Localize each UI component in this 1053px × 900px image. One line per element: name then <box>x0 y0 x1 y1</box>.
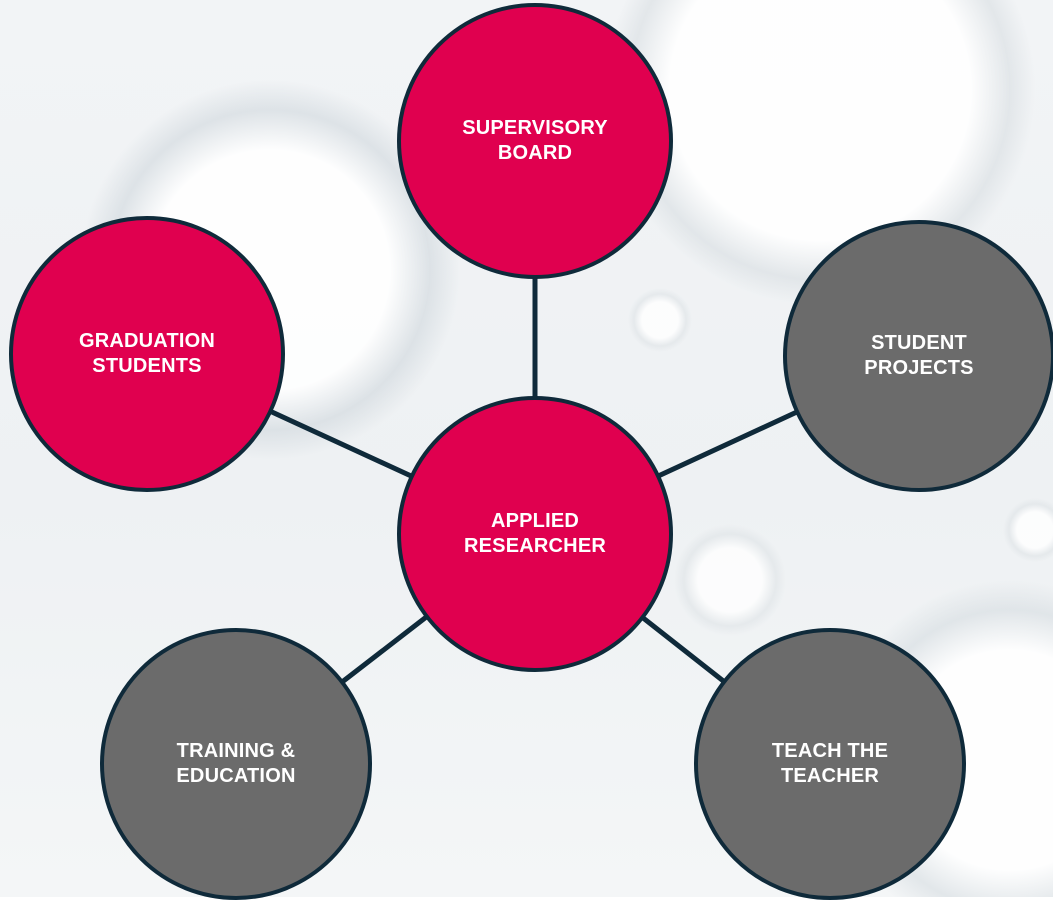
node-label-graduation-students: GRADUATION STUDENTS <box>78 330 216 377</box>
node-label-teach-the-teacher: TEACH THE TEACHER <box>771 740 889 787</box>
node-supervisory-board[interactable]: SUPERVISORY BOARD <box>397 3 673 279</box>
node-label-training-education: TRAINING & EDUCATION <box>176 740 296 787</box>
node-label-applied-researcher: APPLIED RESEARCHER <box>463 510 607 557</box>
node-label-supervisory-board: SUPERVISORY BOARD <box>462 117 608 164</box>
node-training-education[interactable]: TRAINING & EDUCATION <box>100 628 372 900</box>
node-graduation-students[interactable]: GRADUATION STUDENTS <box>9 216 285 492</box>
node-teach-the-teacher[interactable]: TEACH THE TEACHER <box>694 628 966 900</box>
node-applied-researcher[interactable]: APPLIED RESEARCHER <box>397 396 673 672</box>
node-student-projects[interactable]: STUDENT PROJECTS <box>783 220 1053 492</box>
node-label-student-projects: STUDENT PROJECTS <box>864 332 974 379</box>
